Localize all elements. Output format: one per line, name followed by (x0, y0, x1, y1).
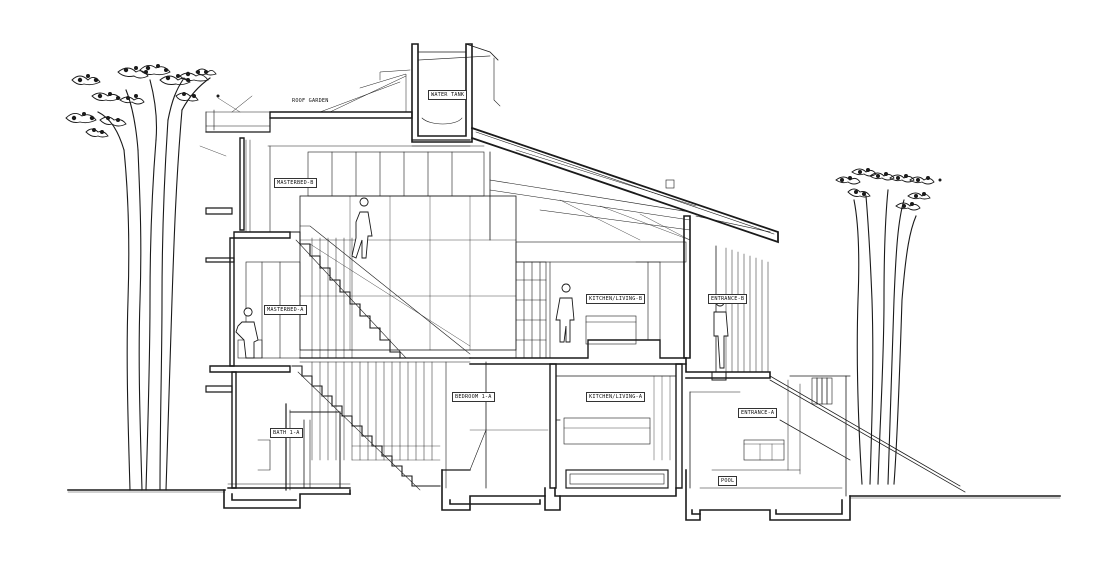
slanted-roof (470, 126, 779, 244)
interior-walls (441, 215, 691, 489)
label-bedroom-1a: BEDROOM 1-A (452, 392, 495, 402)
roof-vent (493, 57, 675, 189)
stairs-upper (289, 225, 471, 359)
entrance-a (689, 379, 843, 489)
label-water-tank: WATER TANK (428, 90, 468, 100)
stairs-lower (291, 365, 441, 491)
label-pool: POOL (718, 476, 738, 486)
left-wall (205, 137, 341, 491)
masterbed-b-windows (267, 145, 485, 233)
feature-wall (299, 195, 517, 351)
foundations (223, 469, 851, 521)
label-entrance-b: ENTRANCE-B (708, 294, 748, 304)
left-tree (65, 64, 220, 491)
label-kitchen-living-a: KITCHEN/LIVING-A (586, 392, 646, 402)
right-tree (835, 168, 942, 485)
right-slope (769, 375, 966, 497)
person-figures (235, 197, 729, 369)
label-kitchen-living-b: KITCHEN/LIVING-B (586, 294, 646, 304)
label-entrance-a: ENTRANCE-A (738, 408, 778, 418)
label-roof-garden: ROOF GARDEN (292, 97, 329, 104)
slabs (199, 43, 771, 489)
label-bath-1a: BATH 1-A (270, 428, 303, 438)
entrance-b (695, 215, 771, 381)
stair-screen (311, 237, 433, 461)
label-masterbed-b: MASTERBED-B (274, 178, 317, 188)
label-masterbed-a: MASTERBED-A (264, 305, 307, 315)
kitchen-b-interior (515, 241, 687, 359)
